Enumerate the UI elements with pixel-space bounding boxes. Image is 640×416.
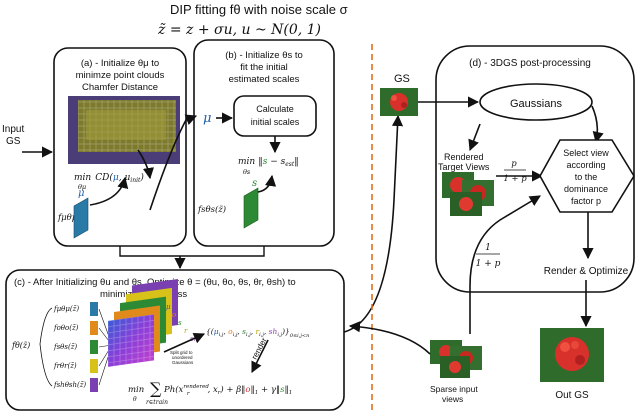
f-theta-main: fθ(z̃) — [11, 341, 30, 350]
select-line-2: according — [566, 160, 605, 170]
f-list-2: fsθs(z̃) — [53, 342, 77, 351]
stack-label-r: r — [184, 327, 188, 335]
grid-s — [90, 340, 98, 354]
gs-label: GS — [394, 73, 410, 85]
panel-b-mu: μ — [203, 111, 211, 126]
panel-a-mu: μ — [78, 188, 85, 199]
rendered-views-image — [442, 172, 494, 216]
loss-sum: ∑ — [150, 379, 162, 398]
panel-b-min: min‖s − sest‖ — [238, 157, 299, 168]
split-note-1: Split grid to — [170, 350, 193, 355]
merge-line — [119, 246, 265, 257]
gaussians-label: Gaussians — [510, 98, 562, 110]
input-label-2: GS — [6, 136, 21, 147]
f-list-3: frθr(z̃) — [53, 361, 77, 370]
gaussians-to-rendered-arrow — [468, 123, 481, 152]
panel-a-arrow-down — [137, 149, 154, 180]
calc-box-line-2: initial scales — [251, 117, 300, 127]
rendered-label-1: Rendered — [444, 152, 484, 162]
render-optimize-label: Render & Optimize — [544, 266, 629, 277]
panel-a-line-3: Chamfer Distance — [82, 82, 158, 93]
gs-image — [380, 88, 418, 116]
frac-top-den: 1 + p — [503, 174, 527, 184]
frac-top-num: p — [511, 159, 517, 169]
title-line-2: z̃ = z + σu, u ~ N(0, 1) — [157, 22, 321, 38]
gaussians-ellipse — [479, 83, 593, 121]
input-label-1: Input — [2, 124, 24, 135]
calc-scales-box — [233, 95, 317, 137]
select-line-4: dominance — [564, 184, 608, 194]
stack-to-set-arrow — [163, 333, 206, 353]
calc-box-line-1: Calculate — [256, 104, 294, 114]
panel-b-line-2: fit the initial — [240, 62, 288, 73]
loss-min: min — [128, 385, 144, 395]
f-list-4: fshθsh(z̃) — [53, 380, 86, 389]
panel-a-f-label: fμθμ(z̃) — [57, 212, 88, 223]
panel-b-f-label: fsθs(z̃) — [197, 204, 226, 215]
stacked-grid — [108, 278, 178, 367]
panel-b-arrow-up — [257, 174, 277, 193]
loss-sum-sub: r∈train — [146, 399, 168, 406]
sparse-to-select-arrow — [469, 195, 541, 334]
panel-b-line-3: estimated scales — [229, 74, 300, 85]
sparse-to-c-arrow — [348, 321, 431, 355]
stack-label-mu: μ — [166, 303, 171, 311]
panel-a-min-sub: θμ — [78, 183, 86, 191]
grid-mu — [90, 302, 98, 316]
panel-a-line-1: (a) - Initialize θμ to — [81, 58, 159, 69]
sparse-label-1: Sparse input — [430, 384, 478, 394]
split-note-3: Gaussians — [172, 360, 194, 365]
panel-b-line-1: (b) - Initialize θs to — [225, 50, 303, 61]
out-gs-image — [540, 328, 604, 382]
brace-top — [39, 307, 53, 345]
f-list-1: foθo(z̃) — [53, 323, 79, 332]
panel-a-arrow-up — [89, 176, 129, 206]
panel-a-line-2: minimze point clouds — [76, 70, 165, 81]
mu-grid-a — [73, 197, 89, 239]
param-set: {(μi,j, oi,j, si,j, ri,j, shi,j)}0≤i,j<n — [206, 327, 309, 339]
panel-d-title: (d) - 3DGS post-processing — [469, 58, 591, 69]
frac-bottom-den: 1 + p — [476, 259, 501, 269]
grid-sh — [90, 378, 98, 392]
stack-label-s: s — [178, 319, 182, 327]
point-cloud-image — [68, 96, 180, 164]
a-to-b-arrow — [149, 114, 198, 211]
select-hexagon — [539, 139, 635, 213]
select-line-3: to the — [575, 172, 598, 182]
grid-r — [90, 359, 98, 373]
grid-o — [90, 321, 98, 335]
c-to-gs-arrow — [343, 114, 404, 333]
select-line-5: factor p — [571, 196, 601, 206]
set-to-loss-arrow — [251, 339, 269, 374]
f-list-0: fμθμ(z̃) — [53, 304, 79, 313]
title-line-1: DIP fitting fθ with noise scale σ — [170, 2, 348, 17]
gaussians-to-select-arrow — [591, 105, 604, 144]
sparse-views-image — [430, 340, 482, 378]
panel-b-s: s — [252, 178, 257, 189]
loss-min-sub: θ — [133, 396, 137, 403]
brace-bottom — [39, 343, 53, 387]
out-gs-label: Out GS — [555, 390, 589, 401]
rendered-label-2: Target Views — [438, 162, 490, 172]
select-line-1: Select view — [563, 148, 609, 158]
s-grid-b — [243, 187, 259, 229]
panel-b-min-sub: θs — [243, 168, 251, 176]
split-note-2: unordered — [172, 355, 193, 360]
sparse-label-2: views — [442, 394, 463, 404]
frac-bottom-num: 1 — [485, 243, 491, 253]
stack-label-o: o — [172, 311, 176, 319]
